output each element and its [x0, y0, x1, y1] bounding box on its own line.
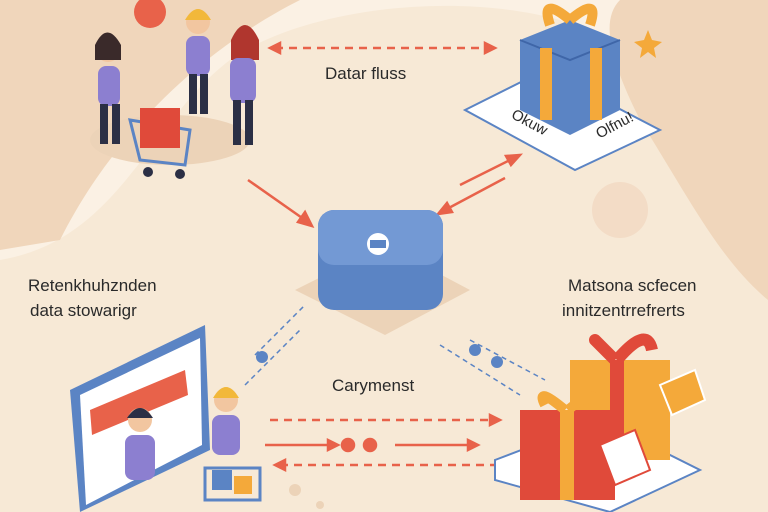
left-title-line2: data stowarigr: [30, 301, 137, 320]
right-title-line2: innitzentrrefrerts: [562, 301, 685, 320]
shoppers-illustration: [90, 0, 259, 179]
dashed-blue-arrows: [244, 304, 546, 396]
gifts-illustration: [494, 333, 707, 512]
data-flow-label: Datar fluss: [325, 64, 407, 83]
flow-arrows: [247, 40, 524, 473]
payment-label: Carymenst: [332, 376, 415, 395]
background-blob-right: [609, 0, 768, 300]
left-title-line1: Retenkhuhznden: [28, 276, 157, 295]
background-blob-corner: [0, 0, 300, 250]
online-store-illustration: [70, 325, 262, 512]
central-hub: [295, 210, 470, 335]
right-title-line1: Matsona scfecen: [568, 276, 697, 295]
gift-card-illustration: [462, 3, 663, 172]
